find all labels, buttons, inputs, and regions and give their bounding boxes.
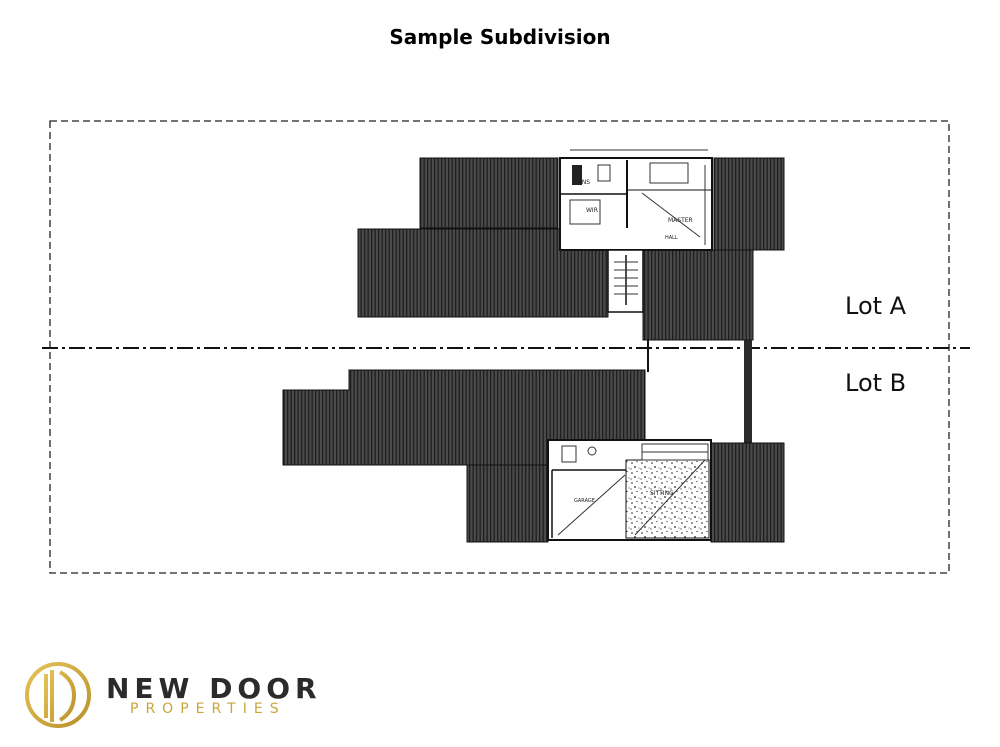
brand-name: NEW DOOR <box>106 672 322 705</box>
brand-tagline: PROPERTIES <box>130 701 286 717</box>
roof-section <box>642 249 754 341</box>
room-label-master: MASTER <box>668 217 693 224</box>
ground-floor-plan: GARAGE SITTING <box>547 439 712 541</box>
door-logo-icon <box>25 662 91 728</box>
roof-section <box>710 442 785 543</box>
roof-section <box>713 157 785 251</box>
boundary-wall <box>744 340 752 444</box>
room-label-wir: WIR <box>586 207 598 214</box>
room-label-hall: HALL <box>665 235 678 241</box>
room-label-ens: ENS <box>578 179 590 186</box>
lot-b-label: Lot B <box>845 369 907 397</box>
room-label-sitting: SITTING <box>650 490 674 497</box>
lot-a-house: ENS WIR MASTER HALL <box>357 149 785 341</box>
upper-floor-plan: ENS WIR MASTER HALL <box>559 149 713 313</box>
roof-section <box>419 157 559 229</box>
lot-a-label: Lot A <box>845 292 907 320</box>
roof-section <box>357 228 609 318</box>
page-title: Sample Subdivision <box>389 25 611 49</box>
room-label-garage: GARAGE <box>574 498 595 504</box>
lot-b-house: GARAGE SITTING <box>282 369 785 543</box>
roof-section <box>466 464 549 543</box>
